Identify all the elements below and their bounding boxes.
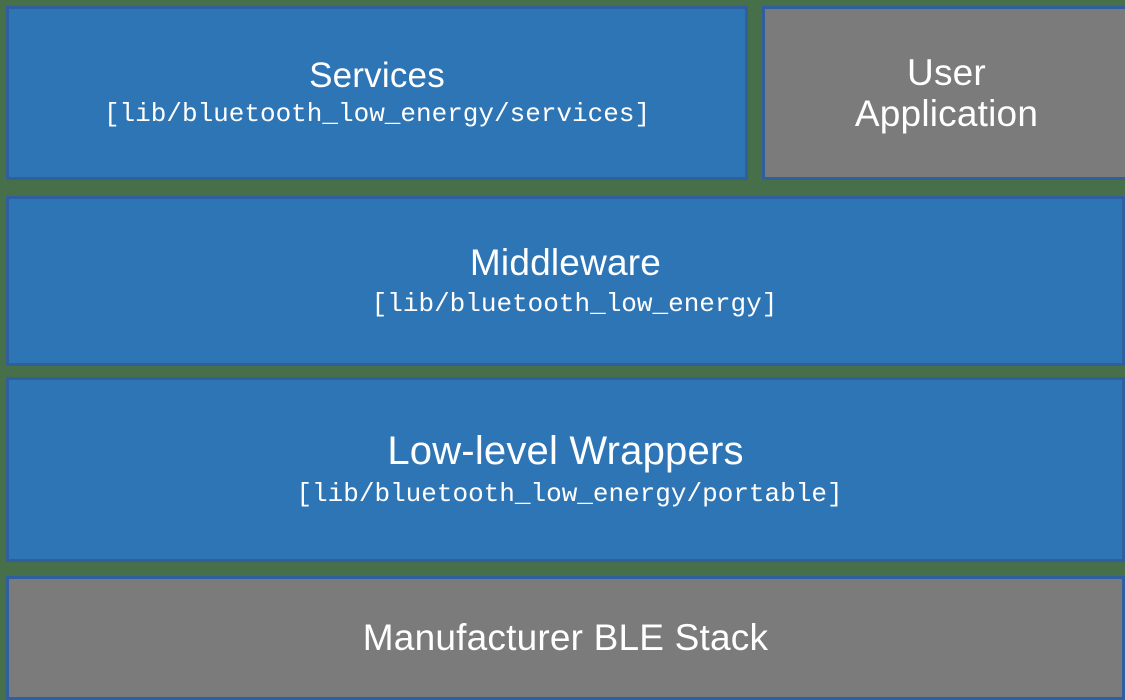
layer-box-middleware: Middleware [lib/bluetooth_low_energy]: [6, 196, 1125, 366]
layer-title-low-level-wrappers: Low-level Wrappers: [387, 429, 744, 473]
layer-title-services: Services: [309, 55, 445, 95]
layer-title-middleware: Middleware: [469, 242, 662, 284]
layer-box-low-level-wrappers: Low-level Wrappers [lib/bluetooth_low_en…: [6, 377, 1125, 562]
layer-box-user-application: User Application: [762, 6, 1125, 180]
layer-path-low-level-wrappers: [lib/bluetooth_low_energy/portable]: [296, 478, 843, 509]
layer-path-middleware: [lib/bluetooth_low_energy]: [371, 288, 778, 319]
layer-box-manufacturer-ble-stack: Manufacturer BLE Stack: [6, 576, 1125, 700]
layer-box-services: Services [lib/bluetooth_low_energy/servi…: [6, 6, 748, 180]
layer-title-manufacturer-ble-stack: Manufacturer BLE Stack: [362, 617, 769, 659]
layer-title-user-application: User Application: [854, 51, 1039, 134]
layer-path-services: [lib/bluetooth_low_energy/services]: [103, 99, 651, 129]
